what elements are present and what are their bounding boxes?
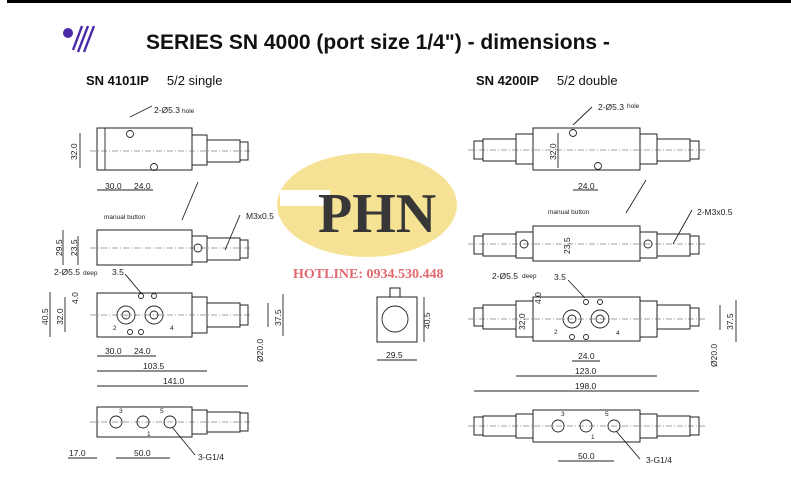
hole-label: 2-Ø5.3 (154, 105, 180, 115)
m3-label: 2-M3x0.5 (697, 207, 733, 217)
dim-24-top: 24.0 (134, 181, 151, 191)
dim-37-5: 37.5 (725, 313, 735, 330)
end-dim-29-5: 29.5 (386, 350, 403, 360)
right-model: SN 4200IP (476, 73, 539, 88)
dim-29-5: 29.5 (54, 239, 64, 256)
m3-label: M3x0.5 (246, 211, 274, 221)
dim-32-top: 32.0 (548, 143, 558, 160)
deep-label: 2-Ø5.5 (54, 267, 80, 277)
hole-suffix: hole (627, 103, 640, 110)
port-5: 5 (605, 411, 609, 418)
port-3: 3 (561, 411, 565, 418)
g14-label: 3-G1/4 (198, 452, 224, 462)
dim-50: 50.0 (134, 448, 151, 458)
left-dimension-labels: 2-Ø5.3 hole 32.0 30.0 24.0 manual button… (40, 105, 283, 462)
port-3: 3 (119, 408, 123, 415)
left-bottom-port-view (49, 273, 284, 387)
dim-3-5: 3.5 (112, 267, 124, 277)
dim-30-bottom: 30.0 (105, 346, 122, 356)
dim-24-top: 24.0 (578, 181, 595, 191)
port-4: 4 (170, 325, 174, 332)
left-front-view (68, 406, 252, 459)
dim-23-5: 23.5 (562, 237, 572, 254)
dim-17: 17.0 (69, 448, 86, 458)
right-model-heading: SN 4200IP 5/2 double (476, 73, 618, 88)
deep-suffix: deep (522, 273, 537, 280)
dim-103-5: 103.5 (143, 361, 165, 371)
port-2: 2 (554, 329, 558, 336)
dim-23-5: 23.5 (69, 239, 79, 256)
phn-watermark-logo: PHN (277, 153, 457, 257)
port-4: 4 (616, 330, 620, 337)
deep-suffix: deep (83, 270, 98, 277)
svg-text:PHN: PHN (318, 183, 436, 245)
port-5: 5 (160, 408, 164, 415)
hotline-text: HOTLINE: 0934.530.448 (293, 267, 444, 282)
port-1: 1 (591, 434, 595, 441)
hole-suffix: hole (182, 108, 195, 115)
dim-30-top: 30.0 (105, 181, 122, 191)
deep-label: 2-Ø5.5 (492, 271, 518, 281)
hole-label: 2-Ø5.3 (598, 102, 624, 112)
right-dimension-labels: 2-Ø5.3 hole 32.0 24.0 manual button 2-M3… (492, 102, 735, 465)
dim-37-5: 37.5 (273, 309, 283, 326)
left-type: 5/2 single (166, 73, 223, 88)
right-side-view (468, 179, 705, 262)
dim-3-5: 3.5 (554, 272, 566, 282)
dim-50: 50.0 (578, 451, 595, 461)
end-dim-40-5: 40.5 (422, 312, 432, 329)
port-2: 2 (113, 325, 117, 332)
dim-dia-20: Ø20.0 (255, 339, 265, 362)
right-top-view (468, 106, 705, 191)
dim-32-bottom: 32.0 (55, 308, 65, 325)
dim-24-bottom: 24.0 (578, 351, 595, 361)
manual-button-label: manual button (548, 209, 590, 216)
left-side-view (62, 181, 252, 266)
dim-123: 123.0 (575, 366, 597, 376)
page-title: SERIES SN 4000 (port size 1/4") - dimens… (146, 31, 610, 54)
dim-4-0: 4.0 (533, 292, 543, 304)
brand-stripes-logo (63, 25, 96, 53)
right-type: 5/2 double (556, 73, 618, 88)
dim-dia-20: Ø20.0 (709, 344, 719, 367)
dim-4-0: 4.0 (70, 292, 80, 304)
top-border (7, 0, 791, 3)
left-model-heading: SN 4101IP 5/2 single (86, 73, 223, 88)
right-bottom-port-view (468, 279, 737, 392)
right-front-view (468, 409, 705, 462)
left-top-view (79, 105, 252, 191)
dim-40-5: 40.5 (40, 308, 50, 325)
manual-button-label: manual button (104, 214, 146, 221)
port-1: 1 (147, 431, 151, 438)
left-model: SN 4101IP (86, 73, 149, 88)
dim-32-bottom: 32.0 (517, 313, 527, 330)
g14-label: 3-G1/4 (646, 455, 672, 465)
dim-198: 198.0 (575, 381, 597, 391)
dim-24-bottom: 24.0 (134, 346, 151, 356)
dim-141: 141.0 (163, 376, 185, 386)
end-view (376, 287, 425, 361)
dim-32-top: 32.0 (69, 143, 79, 160)
